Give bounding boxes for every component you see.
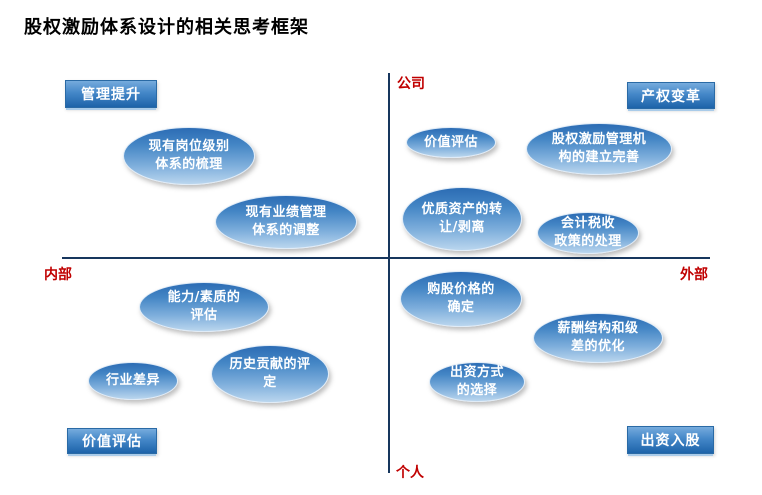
- bubble-performance-system: 现有业绩管理 体系的调整: [215, 195, 357, 249]
- bubble-value-assessment: 价值评估: [406, 127, 496, 158]
- bubble-purchase-price: 购股价格的 确定: [400, 271, 522, 327]
- axis-label-individual: 个人: [396, 465, 424, 481]
- page-title: 股权激励体系设计的相关思考框架: [24, 17, 309, 38]
- axis-label-external: 外部: [680, 267, 708, 283]
- bubble-contribution-method: 出资方式 的选择: [429, 362, 525, 402]
- bubble-historical-contribution: 历史贡献的评 定: [211, 345, 329, 403]
- bubble-salary-structure: 薪酬结构和级 差的优化: [533, 313, 663, 363]
- corner-label-value-assessment: 价值评估: [67, 428, 157, 454]
- corner-label-management-improvement: 管理提升: [65, 80, 157, 108]
- corner-label-capital-contribution: 出资入股: [627, 426, 714, 454]
- bubble-asset-transfer: 优质资产的转 让/剥离: [402, 187, 522, 251]
- vertical-axis-line: [388, 73, 390, 473]
- bubble-competency-assessment: 能力/素质的 评估: [139, 282, 269, 332]
- bubble-accounting-tax: 会计税收 政策的处理: [537, 212, 639, 254]
- axis-label-internal: 内部: [44, 267, 72, 283]
- bubble-incentive-admin-org: 股权激励管理机 构的建立完善: [526, 123, 672, 175]
- corner-label-property-rights-reform: 产权变革: [627, 82, 715, 109]
- horizontal-axis-line: [62, 257, 710, 259]
- bubble-industry-difference: 行业差异: [88, 362, 178, 400]
- axis-label-company: 公司: [397, 76, 425, 92]
- bubble-job-grade-system: 现有岗位级别 体系的梳理: [123, 127, 255, 185]
